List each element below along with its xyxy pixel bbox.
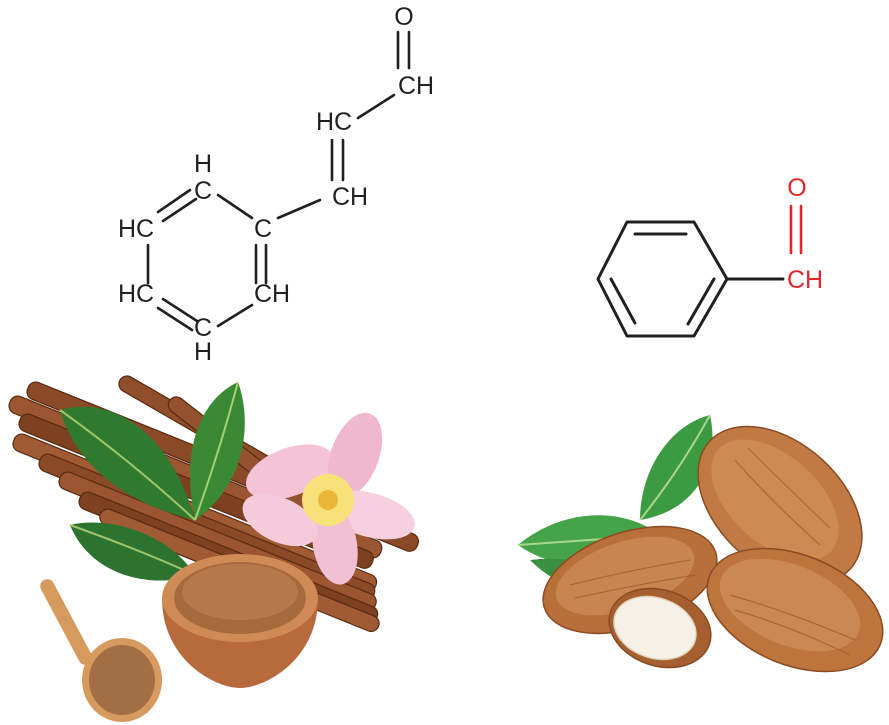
bond-ring-bottom-right	[216, 303, 254, 328]
bond-alkene-ring	[276, 198, 322, 220]
cin-alkene-hc: HC	[316, 108, 352, 136]
bz-carbonyl-o: O	[787, 174, 806, 202]
bond-ring-top-left-1	[156, 188, 192, 214]
cinnamon-bowl	[162, 554, 318, 688]
frangipani-flower	[242, 412, 415, 585]
cin-ring-ipso-c: C	[254, 215, 272, 243]
cin-alkene-ch: CH	[332, 183, 368, 211]
benzaldehyde-labels: O CH	[787, 174, 823, 294]
benzene-ring	[596, 220, 729, 338]
cin-aldehyde-ch: CH	[398, 72, 434, 100]
cin-carbonyl-o: O	[394, 3, 413, 31]
benzene-inner-double-right	[686, 277, 716, 326]
cin-ring-left-upper-hc: HC	[118, 215, 154, 243]
cin-ring-right-lower-ch: CH	[254, 280, 290, 308]
bond-ring-top-left-2	[161, 197, 198, 223]
cin-ring-left-lower-hc: HC	[118, 280, 154, 308]
bond-ald-alkene	[356, 93, 396, 120]
cin-ring-bottom-c: C	[194, 314, 212, 342]
benzene-inner-double-left	[609, 277, 637, 325]
cin-ring-bottom-h: H	[194, 338, 212, 366]
green-leaves	[59, 381, 245, 581]
cin-ring-top-c: C	[194, 177, 212, 205]
cinnamaldehyde-labels: O CH HC CH H C C HC HC CH C H	[118, 3, 434, 366]
bz-aldehyde-ch: CH	[787, 266, 823, 294]
cinnamaldehyde-structure	[146, 30, 411, 332]
benzaldehyde-structure	[596, 220, 785, 338]
bond-ring-bottom-left-2	[161, 297, 199, 323]
almond-nuts	[542, 425, 884, 673]
almonds-illustration	[517, 414, 884, 673]
cin-ring-top-h: H	[194, 150, 212, 178]
cinnamon-sticks-powder-frangipani-illustration	[8, 375, 419, 722]
bond-ring-top-ipso	[216, 193, 254, 220]
wooden-spoon	[40, 579, 162, 722]
almond-texture	[569, 447, 856, 656]
bond-ring-bottom-left-1	[156, 306, 194, 332]
benzaldehyde-carbonyl	[789, 204, 803, 255]
